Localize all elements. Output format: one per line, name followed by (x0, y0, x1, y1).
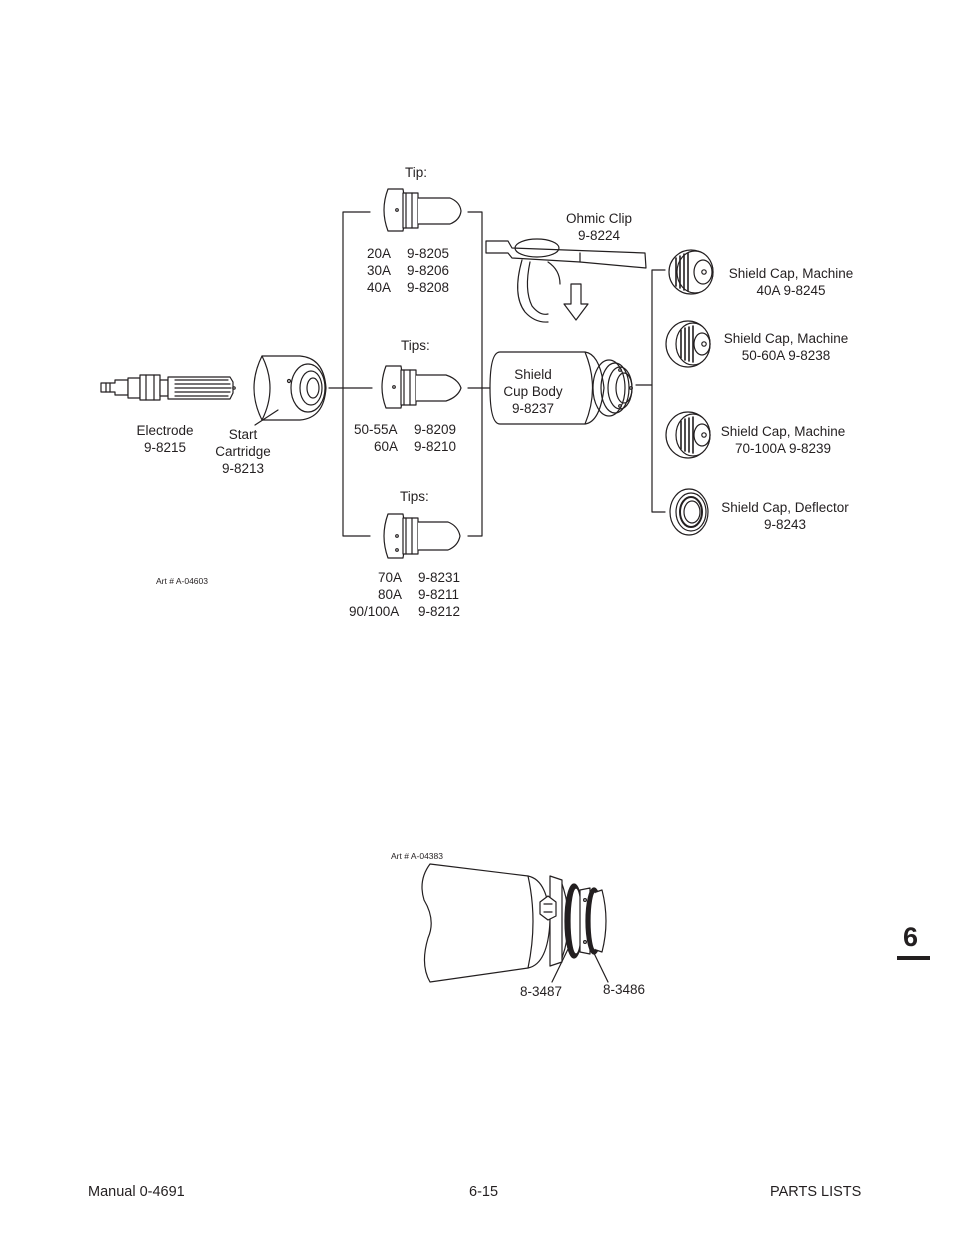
tip-group-3-heading: Tips: (400, 489, 429, 504)
electrode-drawing (100, 374, 236, 401)
start-cartridge-name-1: Start (228, 427, 258, 442)
ohmic-clip-drawing (485, 238, 647, 323)
start-cartridge-label: Start Cartridge 9-8213 (208, 426, 278, 477)
bracket-right (467, 211, 491, 537)
shield-cap-name: Shield Cap, Machine (723, 331, 849, 346)
shield-cup-body-part: 9-8237 (511, 401, 555, 416)
shield-cap-label-3: Shield Cap, Machine 70-100A 9-8239 (713, 423, 853, 457)
art-number-1: Art # A-04603 (156, 576, 208, 586)
footer-manual: Manual 0-4691 (88, 1184, 185, 1200)
shield-cap-deflector-drawing (669, 488, 709, 536)
tip-3-drawing (383, 513, 461, 559)
footer-page-number: 6-15 (469, 1184, 499, 1200)
electrode-part: 9-8215 (143, 440, 187, 455)
shield-cap-detail: 70-100A 9-8239 (734, 441, 832, 456)
ohmic-clip-part: 9-8224 (577, 228, 621, 243)
shield-cup-body-orings-drawing (421, 863, 609, 983)
electrode-label: Electrode 9-8215 (132, 422, 198, 456)
section-tab-bar (897, 956, 930, 960)
electrode-name: Electrode (136, 423, 194, 438)
shield-cap-name: Shield Cap, Machine (720, 424, 846, 439)
start-cartridge-name-2: Cartridge (215, 444, 271, 459)
ohmic-clip-label: Ohmic Clip 9-8224 (558, 210, 640, 244)
section-tab-number: 6 (903, 922, 919, 952)
tip-1-drawing (383, 188, 462, 232)
shield-cap-name: Shield Cap, Machine (728, 266, 854, 281)
oring-label-left: 8-3487 (520, 984, 563, 999)
ohmic-clip-name: Ohmic Clip (565, 211, 632, 226)
shield-cap-label-2: Shield Cap, Machine 50-60A 9-8238 (716, 330, 856, 364)
start-cartridge-drawing (253, 355, 327, 426)
shield-cap-label-1: Shield Cap, Machine 40A 9-8245 (721, 265, 861, 299)
shield-cap-name: Shield Cap, Deflector (721, 500, 849, 515)
shield-cap-detail: 40A 9-8245 (756, 283, 826, 298)
footer-section: PARTS LISTS (770, 1184, 862, 1200)
down-arrow (563, 283, 589, 321)
shield-cup-body-line1: Shield (514, 367, 552, 382)
shield-cap-machine-70-100a-drawing (665, 411, 711, 459)
shield-cup-body-drawing (489, 351, 633, 425)
shield-cap-machine-50-60a-drawing (665, 320, 711, 368)
start-cartridge-part: 9-8213 (221, 461, 265, 476)
bracket-shield-caps (635, 269, 666, 513)
art-number-2: Art # A-04383 (391, 851, 443, 861)
shield-cap-detail: 9-8243 (763, 517, 807, 532)
shield-cap-machine-40a-drawing (668, 249, 714, 295)
bracket-left (328, 211, 373, 537)
tip-group-2-heading: Tips: (401, 338, 430, 353)
shield-cap-detail: 50-60A 9-8238 (741, 348, 831, 363)
shield-cup-body-line2: Cup Body (503, 384, 563, 399)
shield-cap-label-4: Shield Cap, Deflector 9-8243 (715, 499, 855, 533)
tip-2-drawing (381, 365, 462, 409)
tip-group-1-heading: Tip: (405, 165, 428, 180)
shield-cup-body-label: Shield Cup Body 9-8237 (498, 366, 568, 417)
oring-label-right: 8-3486 (603, 982, 646, 997)
